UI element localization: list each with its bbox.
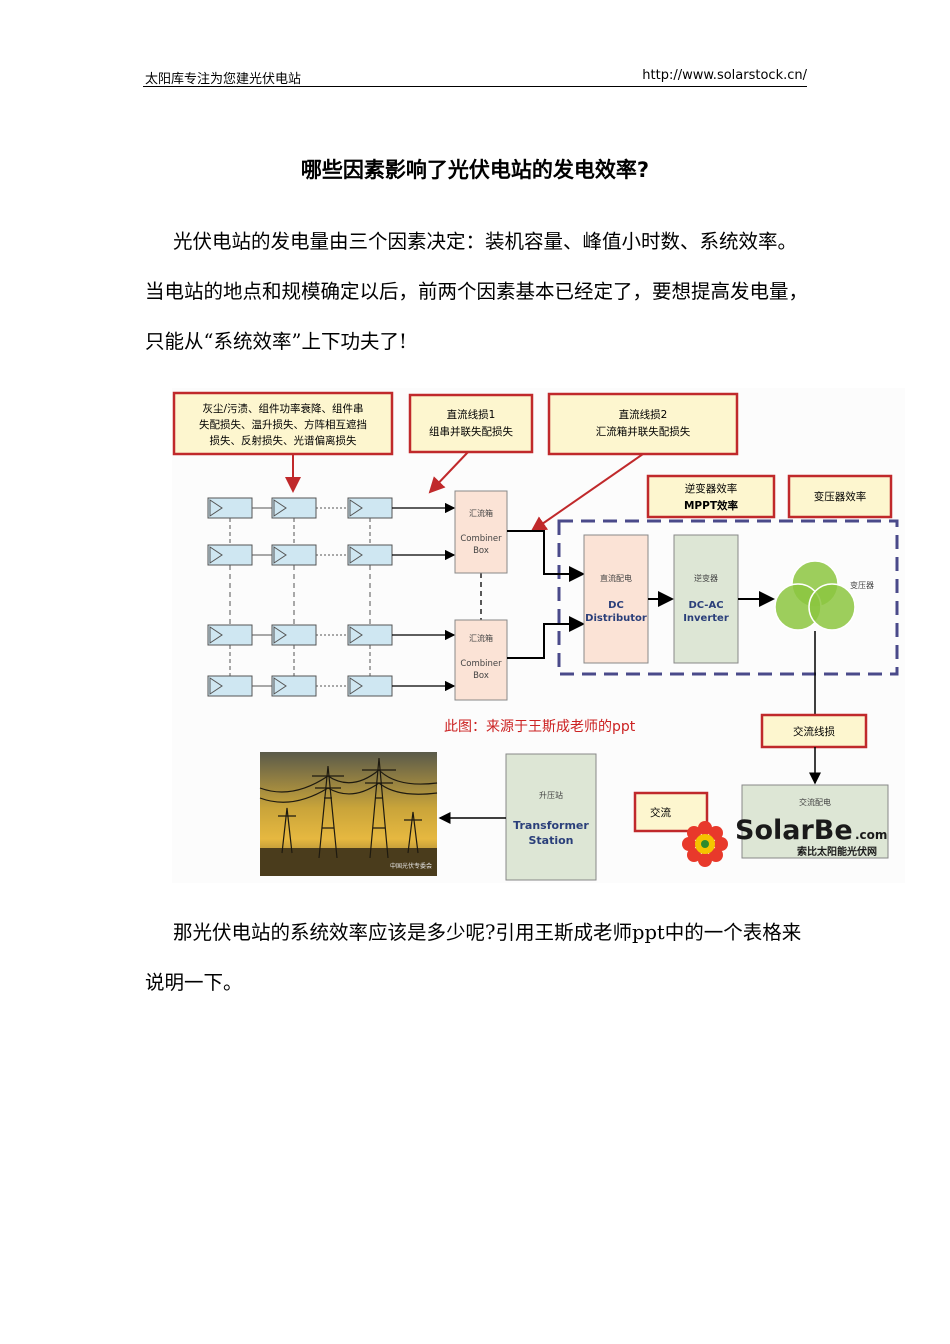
note-ac-loss-2: 交流 [633, 791, 709, 833]
dc-loss-1-arrow [428, 451, 469, 494]
note-module-losses: 灰尘/污渍、组件功率衰降、组件串 失配损失、温升损失、方阵相互遮挡 损失、反射损… [172, 391, 394, 456]
note-losses-line3: 损失、反射损失、光谱偏离损失 [210, 434, 357, 447]
note-dc-loss-2: 直流线损2 汇流箱并联失配损失 [547, 392, 739, 456]
combiner-to-distributor-lines [507, 530, 585, 659]
dc-distributor-en2: Distributor [585, 613, 647, 624]
inverter-cn: 逆变器 [694, 573, 718, 583]
dc-distributor-en1: DC [608, 600, 624, 611]
source-note: 此图：来源于王斯成老师的ppt [444, 719, 636, 735]
combiner-1-cn: 汇流箱 [469, 508, 493, 518]
transformer-label: 变压器 [850, 580, 874, 590]
combiner-2-en2: Box [473, 671, 489, 681]
solarbe-logo: SolarBe .com 索比太阳能光伏网 [682, 815, 887, 867]
pv-array-1 [207, 497, 393, 625]
note-dc1-line1: 直流线损1 [447, 408, 496, 421]
power-tower-photo: 中国光伏专委会 [259, 752, 438, 876]
station-en1: Transformer [513, 819, 589, 832]
header-rule [143, 86, 807, 87]
note-inverter-efficiency: 逆变器效率 MPPT效率 [646, 474, 776, 519]
logo-text: SolarBe [735, 815, 853, 846]
note-losses-line2: 失配损失、温升损失、方阵相互遮挡 [199, 418, 367, 431]
station-cn: 升压站 [539, 790, 563, 800]
pv-array-2 [207, 624, 393, 697]
dc-loss-2-arrow [530, 453, 644, 533]
note-dc-loss-1: 直流线损1 组串并联失配损失 [408, 393, 534, 454]
combiner-2-cn: 汇流箱 [469, 633, 493, 643]
header-left-text: 太阳库专注为您建光伏电站 [145, 72, 302, 87]
note-ac-line-loss: 交流线损 [760, 713, 868, 749]
station-en2: Station [528, 834, 573, 847]
note-inverter-line2: MPPT效率 [684, 499, 739, 512]
ac-line-loss-text: 交流线损 [793, 725, 835, 738]
note-dc2-line2: 汇流箱并联失配损失 [596, 425, 691, 438]
combiner-2-en1: Combiner [460, 659, 502, 669]
paragraph-1-text: 光伏电站的发电量由三个因素决定：装机容量、峰值小时数、系统效率。当电站的地点和规… [145, 230, 809, 353]
dc-distributor-cn: 直流配电 [600, 573, 632, 583]
combiner-1-en2: Box [473, 546, 489, 556]
photo-caption: 中国光伏专委会 [390, 862, 432, 870]
ac-loss-2-text: 交流 [650, 806, 671, 819]
ac-distribution-cn: 交流配电 [799, 797, 831, 807]
transformer-icon [774, 560, 856, 631]
logo-suffix: .com [855, 828, 887, 842]
inverter-en2: Inverter [683, 613, 729, 624]
inverter-en1: DC-AC [688, 600, 723, 611]
note-inverter-line1: 逆变器效率 [685, 482, 738, 495]
paragraph-2-text: 那光伏电站的系统效率应该是多少呢?引用王斯成老师ppt中的一个表格来说明一下。 [145, 921, 802, 994]
pv-system-diagram: 灰尘/污渍、组件功率衰降、组件串 失配损失、温升损失、方阵相互遮挡 损失、反射损… [172, 388, 905, 883]
header-url[interactable]: http://www.solarstock.cn/ [642, 68, 807, 83]
note-transformer-text: 变压器效率 [814, 490, 867, 503]
combiner-box-1: 汇流箱 Combiner Box [454, 490, 508, 574]
note-losses-line1: 灰尘/污渍、组件功率衰降、组件串 [202, 402, 363, 415]
paragraph-2: 那光伏电站的系统效率应该是多少呢?引用王斯成老师ppt中的一个表格来说明一下。 [145, 908, 810, 1008]
string-connections [392, 502, 482, 692]
logo-cn-text: 索比太阳能光伏网 [797, 845, 877, 858]
note-transformer-efficiency: 变压器效率 [787, 474, 893, 519]
paragraph-1: 光伏电站的发电量由三个因素决定：装机容量、峰值小时数、系统效率。当电站的地点和规… [145, 217, 810, 367]
note-dc1-line2: 组串并联失配损失 [429, 425, 513, 438]
transformer-station: 升压站 Transformer Station [505, 753, 597, 881]
note-dc2-line1: 直流线损2 [619, 408, 668, 421]
page-title: 哪些因素影响了光伏电站的发电效率? [300, 158, 650, 182]
combiner-box-2: 汇流箱 Combiner Box [454, 619, 508, 701]
inverter: 逆变器 DC-AC Inverter [673, 534, 739, 664]
dc-distributor: 直流配电 DC Distributor [583, 534, 649, 664]
ac-distribution: 交流配电 [741, 784, 889, 859]
inverter-station-boundary [557, 519, 899, 676]
combiner-1-en1: Combiner [460, 534, 502, 544]
